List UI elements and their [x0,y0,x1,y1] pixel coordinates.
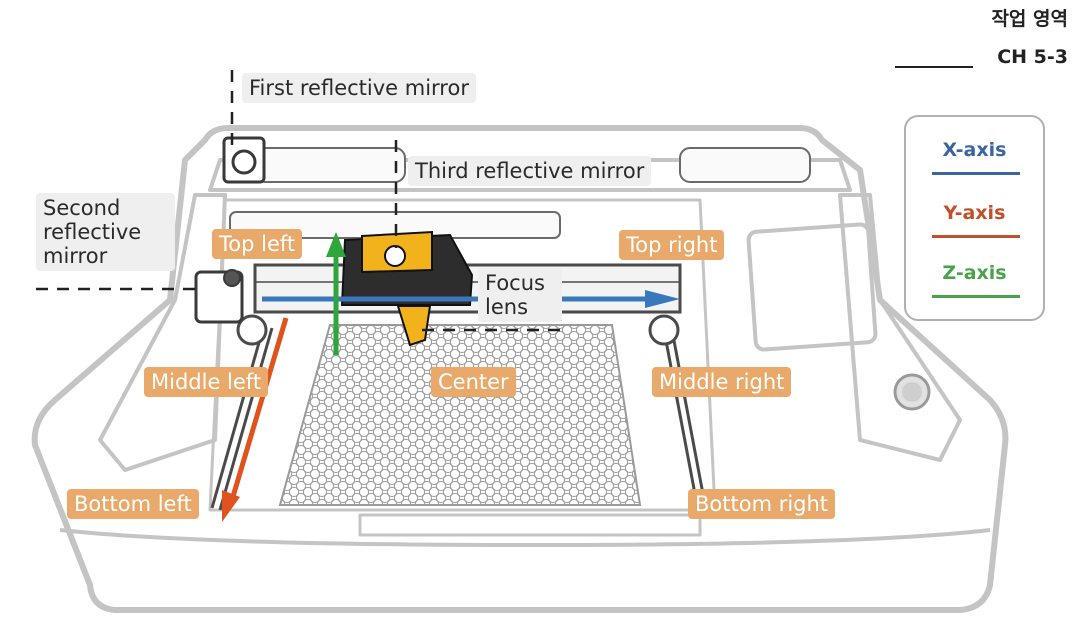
y-axis-arrow [222,317,289,522]
header-divider [895,66,973,68]
label-bottom-right: Bottom right [688,489,836,519]
x-axis-arrow [262,290,680,308]
label-bottom-left: Bottom left [67,489,199,519]
y-rail-left [210,324,274,511]
y-rail-right [662,329,708,511]
second-mirror-mount [194,269,244,324]
legend-x-swatch [932,172,1020,175]
label-middle-right: Middle right [652,367,792,397]
header-chapter: CH 5-3 [997,46,1068,68]
label-top-right: Top right [619,230,725,260]
label-middle-left: Middle left [144,367,269,397]
axis-legend: X-axis Y-axis Z-axis [904,115,1045,321]
label-second-mirror: Second reflective mirror [36,193,175,271]
legend-y-swatch [932,235,1020,238]
legend-y-axis: Y-axis [943,202,1006,224]
first-mirror-mount [222,136,266,184]
legend-x-axis: X-axis [942,139,1007,161]
legend-z-swatch [932,295,1020,298]
z-axis-arrow [326,232,346,355]
header-title: 작업 영역 [991,8,1068,30]
legend-z-axis: Z-axis [942,262,1007,284]
label-first-mirror: First reflective mirror [242,73,476,103]
label-center: Center [431,367,516,397]
label-top-left: Top left [212,229,303,259]
label-focus-lens: Focus lens [478,268,562,322]
label-third-mirror: Third reflective mirror [408,156,652,186]
honeycomb-bed [278,324,642,506]
machine-outline [31,125,1009,613]
laser-head [340,230,474,347]
leader-lines [36,70,562,332]
side-panel [746,222,878,352]
